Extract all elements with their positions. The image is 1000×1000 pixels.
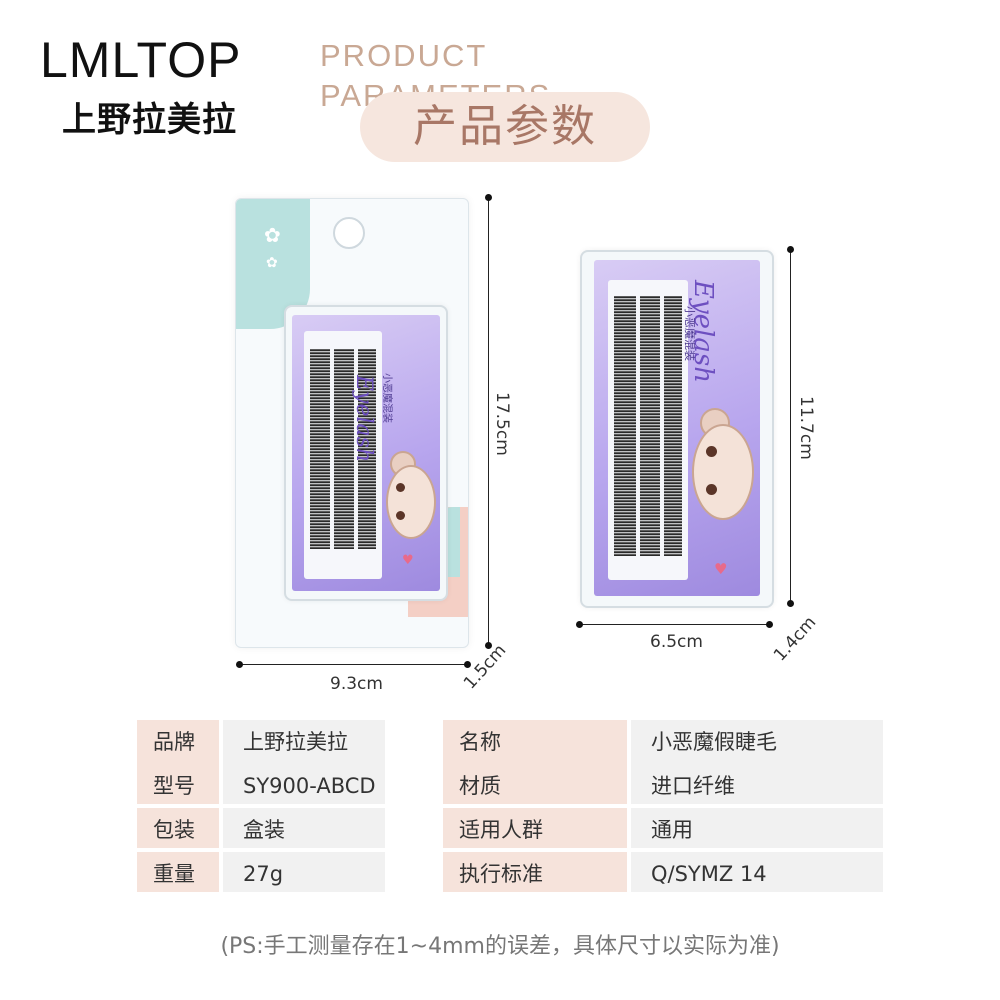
spec-value: 上野拉美拉 [223,720,385,764]
section-title-cn: 产品参数 [360,92,650,162]
card-subtitle: 小恶魔混装 [381,373,392,423]
bear-eye [396,483,405,492]
spec-row: 重量 27g [137,852,385,892]
spec-value: 盒装 [223,808,385,848]
lash-tray [304,331,382,579]
heart-icon: ♥ [402,553,414,568]
spec-value: 27g [223,852,385,892]
spec-row: 型号 SY900-ABCD [137,764,385,804]
dimension-dot [787,600,794,607]
dimension-dot [576,621,583,628]
lash-strip [358,349,376,549]
spec-value: 小恶魔假睫毛 [631,720,883,764]
spec-key: 重量 [137,852,219,892]
lash-card: Eyelash 小恶魔混装 ♥ [292,315,440,591]
bear-illustration [692,424,754,520]
lash-strip [640,296,660,556]
measurement-note: (PS:手工测量存在1~4mm的误差，具体尺寸以实际为准) [220,934,780,959]
spec-table-left: 品牌 上野拉美拉 [137,720,385,764]
height-label: 11.7cm [796,396,816,460]
width-dimension-line [580,624,770,625]
spec-key: 适用人群 [443,808,627,848]
card-subtitle: 小恶魔混装 [683,306,696,361]
product-bag: ✿ ✿ Eyelash 小恶魔混装 ♥ [235,198,469,648]
flower-icon: ✿ [264,223,281,247]
lash-strip [614,296,636,556]
bear-eye [706,446,717,457]
width-label: 6.5cm [650,632,703,652]
product-case: Eyelash 小恶魔混装 ♥ [580,250,774,608]
spec-value: 进口纤维 [631,764,883,804]
lash-strip [334,349,354,549]
spec-row: 品牌 上野拉美拉 [137,720,385,764]
spec-key: 执行标准 [443,852,627,892]
height-dimension-line [790,250,791,604]
lash-tray [608,280,688,580]
spec-value: 通用 [631,808,883,848]
dimension-dot [464,661,471,668]
bear-eye [706,484,717,495]
depth-label: 1.4cm [770,612,821,666]
spec-value: Q/SYMZ 14 [631,852,883,892]
spec-value: SY900-ABCD [223,764,385,804]
brand-logo-en: LMLTOP [40,32,242,88]
height-label: 17.5cm [492,392,512,456]
flower-icon: ✿ [266,255,278,271]
spec-row: 名称 小恶魔假睫毛 [443,720,883,764]
bear-illustration [386,465,436,539]
hang-hole [333,217,365,249]
lash-strip [664,296,682,556]
spec-key: 型号 [137,764,219,804]
width-dimension-line [240,664,468,665]
dimension-dot [787,246,794,253]
height-dimension-line [488,198,489,646]
dimension-dot [236,661,243,668]
dimension-dot [485,642,492,649]
spec-row: 适用人群 通用 [443,808,883,848]
spec-key: 名称 [443,720,627,764]
lash-strip [310,349,330,549]
heart-icon: ♥ [714,560,728,578]
spec-key: 材质 [443,764,627,804]
spec-row: 执行标准 Q/SYMZ 14 [443,852,883,892]
dimension-dot [485,194,492,201]
lash-case: Eyelash 小恶魔混装 ♥ [284,305,448,601]
bear-eye [396,511,405,520]
spec-row: 材质 进口纤维 [443,764,883,804]
width-label: 9.3cm [330,674,383,694]
lash-card: Eyelash 小恶魔混装 ♥ [594,260,760,596]
spec-row: 包装 盒装 [137,808,385,848]
spec-key: 包装 [137,808,219,848]
dimension-dot [766,621,773,628]
card-brand-word: Eyelash [351,375,376,463]
brand-logo-cn: 上野拉美拉 [62,100,237,140]
spec-key: 品牌 [137,720,219,764]
